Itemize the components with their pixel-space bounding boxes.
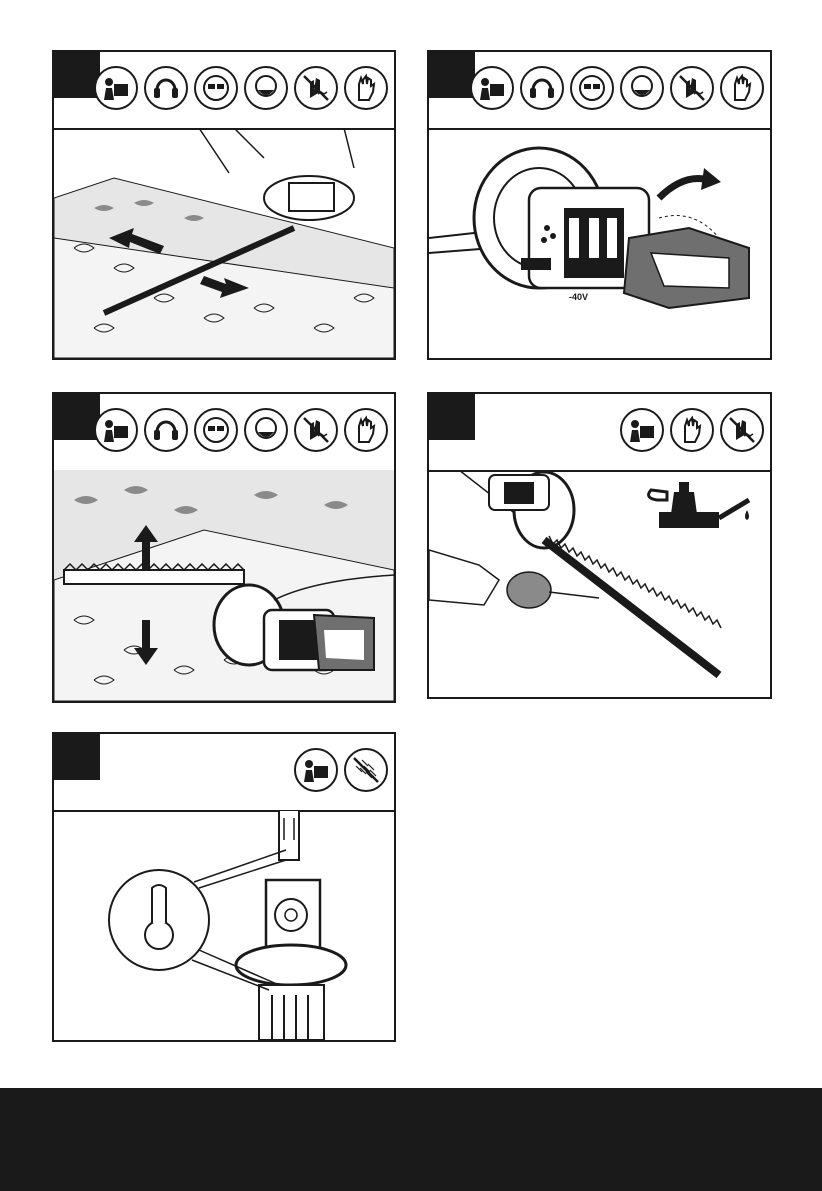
- eye-protection-icon: [194, 408, 238, 452]
- safety-icons: [470, 66, 764, 112]
- wear-gloves-icon: [720, 66, 764, 110]
- wear-gloves-icon: [344, 408, 388, 452]
- illustration-rotating-rear-handle: -40V: [429, 128, 770, 358]
- ear-protection-icon: [520, 66, 564, 110]
- illustration-hedge-top-cut: [54, 128, 394, 358]
- read-manual-icon: [294, 748, 338, 792]
- read-manual-icon: [94, 408, 138, 452]
- step-number-box: [429, 394, 475, 440]
- safety-icons: [620, 408, 764, 454]
- wear-gloves-icon: [670, 408, 714, 452]
- no-hands-near-blade-icon: [670, 66, 714, 110]
- panel-trimming-horizontal: [52, 50, 396, 360]
- no-hands-near-blade-icon: [720, 408, 764, 452]
- eye-protection-icon: [194, 66, 238, 110]
- footer-bar: [0, 1088, 822, 1191]
- step-number-box: [429, 52, 475, 98]
- read-manual-icon: [94, 66, 138, 110]
- eye-protection-icon: [570, 66, 614, 110]
- illustration-hedge-side-cut: [54, 470, 394, 701]
- panel-header: [54, 52, 394, 130]
- panel-header: [54, 394, 394, 472]
- safety-icons: [294, 748, 388, 794]
- dust-mask-icon: [244, 408, 288, 452]
- panel-wall-hanging-storage: [52, 732, 396, 1042]
- panel-header: [429, 394, 770, 472]
- safety-icons: [94, 408, 388, 454]
- panel-rotating-handle: -40V: [427, 50, 772, 360]
- read-manual-icon: [620, 408, 664, 452]
- ear-protection-icon: [144, 66, 188, 110]
- dust-mask-icon: [244, 66, 288, 110]
- step-number-box: [54, 734, 100, 780]
- no-water-spray-icon: [344, 748, 388, 792]
- no-hands-near-blade-icon: [294, 66, 338, 110]
- ear-protection-icon: [144, 408, 188, 452]
- read-manual-icon: [470, 66, 514, 110]
- illustration-keyhole-hanging: [54, 810, 394, 1040]
- panel-blade-lubrication: [427, 392, 772, 699]
- safety-icons: [94, 66, 388, 112]
- panel-trimming-vertical: [52, 392, 396, 703]
- dust-mask-icon: [620, 66, 664, 110]
- illustration-oiling-blade: [429, 470, 770, 697]
- no-hands-near-blade-icon: [294, 408, 338, 452]
- panel-header: [54, 734, 394, 812]
- wear-gloves-icon: [344, 66, 388, 110]
- panel-header: [429, 52, 770, 130]
- battery-voltage-label: -40V: [569, 292, 588, 302]
